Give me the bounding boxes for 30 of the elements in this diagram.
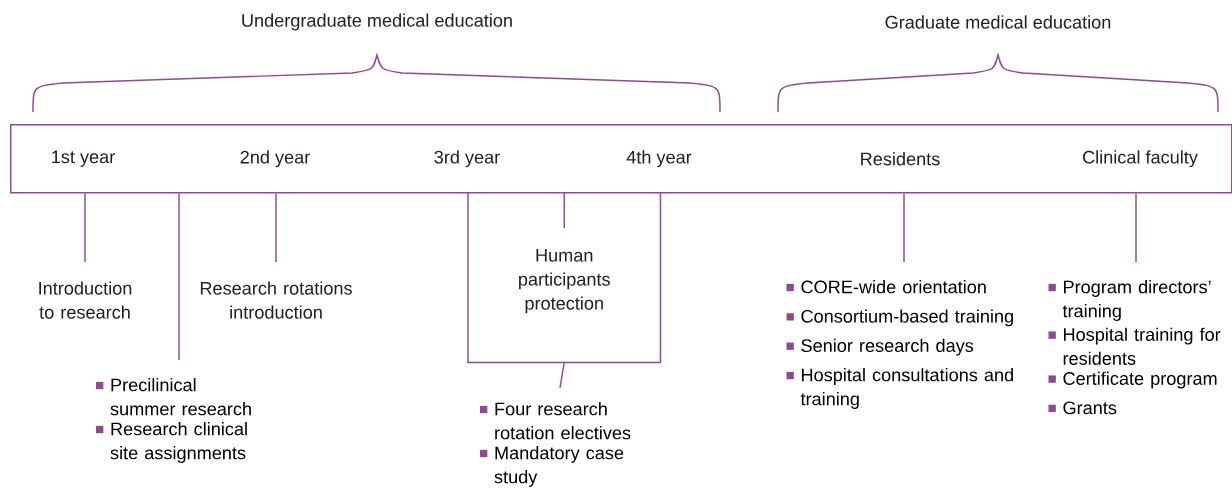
heading: Undergraduate medical education (242, 13, 512, 31)
connector-line (903, 192, 905, 263)
year-label: 3rd year (434, 150, 500, 168)
step-label: Introduction to research (39, 281, 132, 319)
list-item: Consortium-based training (801, 309, 1013, 327)
list-item: Mandatory case study (494, 446, 624, 487)
list-item: Hospital training for residents (1063, 327, 1221, 365)
list-item: Program directors’ training (1062, 280, 1211, 321)
heading: Graduate medical education (885, 15, 1111, 29)
year-label: Clinical faculty (1083, 150, 1198, 168)
connector-line (84, 192, 86, 263)
year-label: 2nd year (240, 150, 310, 168)
year-label: Residents (861, 152, 940, 166)
list-item: CORE-wide orientation (801, 280, 986, 294)
list-item: Certificate program (1063, 371, 1217, 389)
connector-line (559, 361, 565, 389)
year-label: 4th year (626, 150, 692, 168)
connector-line (1135, 192, 1137, 263)
list-item: Grants (1063, 401, 1117, 415)
list-item: Four research rotation electives (495, 402, 631, 440)
list-item: Hospital consultations and training (800, 368, 1013, 409)
connector-line (275, 192, 277, 263)
timeline-band (10, 124, 1232, 194)
year-label: 1st year (52, 150, 115, 167)
list-item: Research clinical site assignments (110, 422, 247, 463)
connector-line (178, 192, 180, 361)
bracket-box: Human participants protection (467, 191, 662, 364)
step-label: Research rotations introduction (200, 281, 352, 319)
list-item: Senior research days (801, 338, 974, 356)
list-item: Precilinical summer research (110, 378, 251, 416)
